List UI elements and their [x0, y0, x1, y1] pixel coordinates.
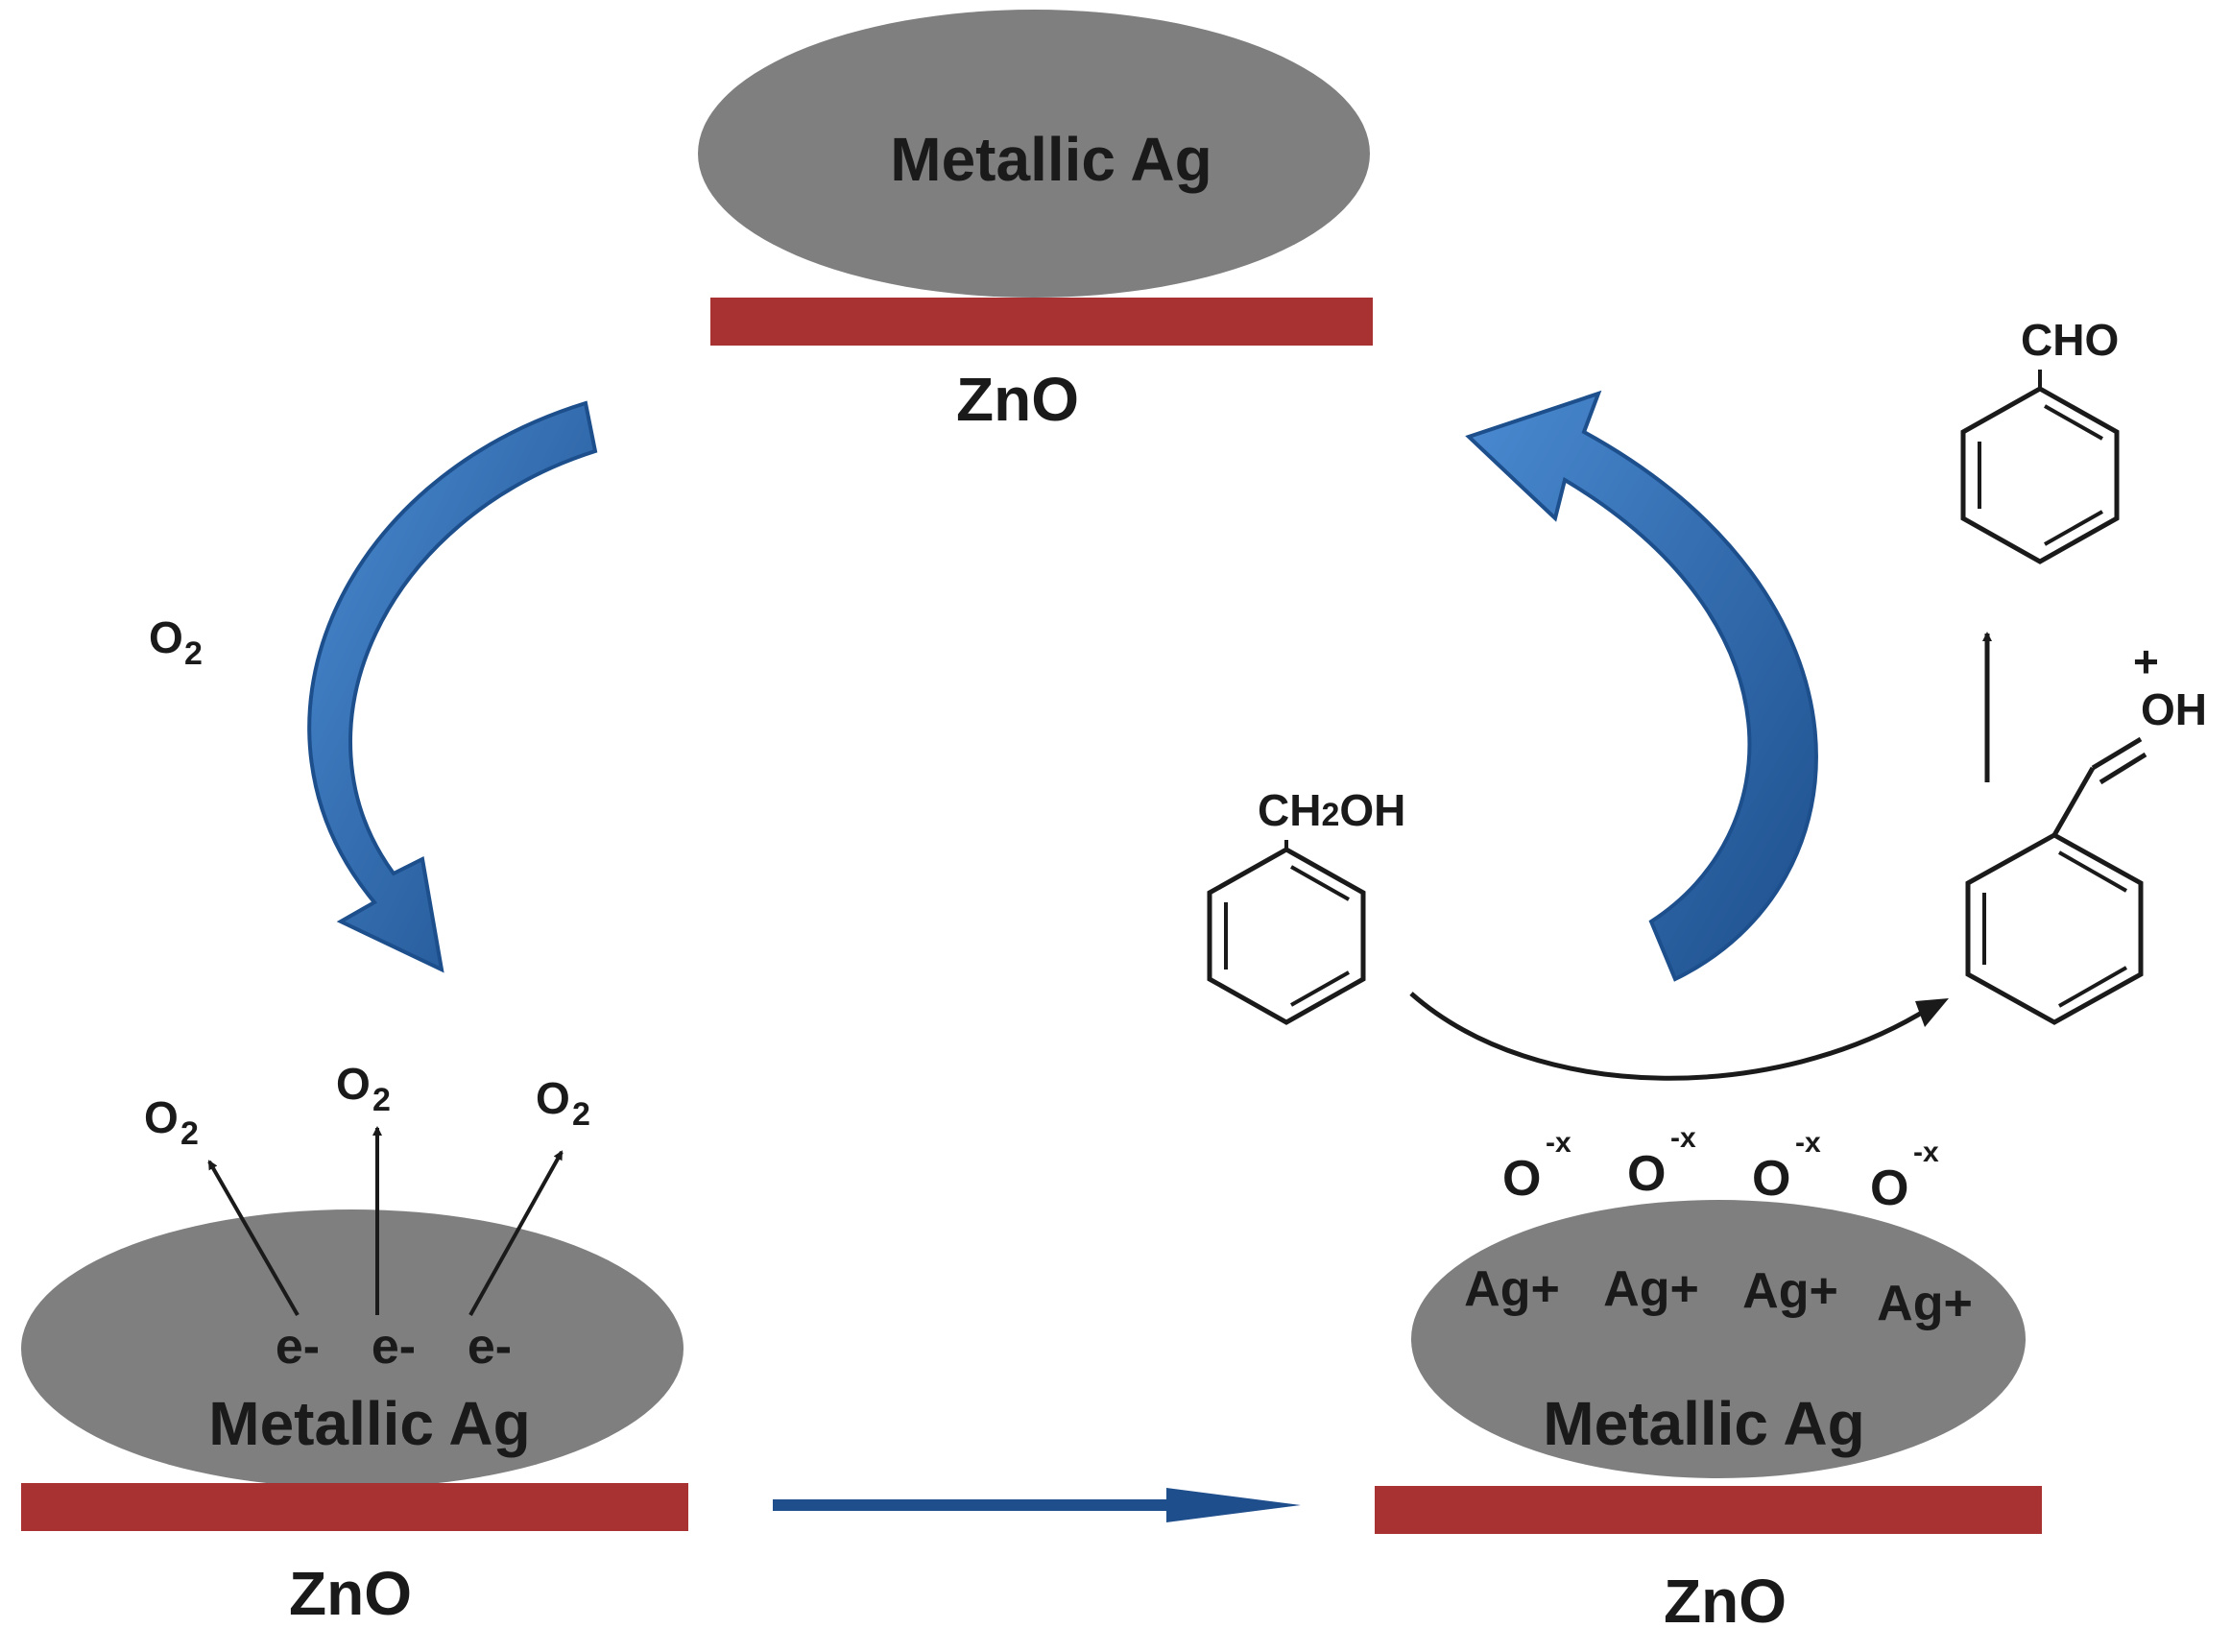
reactant-label: CH2OH	[1258, 785, 1405, 835]
reactant-benzene-ring	[1207, 847, 1366, 1025]
emitted-o2-1: O	[144, 1092, 179, 1142]
surface-oxygen-1: O	[1502, 1151, 1541, 1207]
left-electron-1: e-	[276, 1319, 320, 1375]
surface-oxygen-2: O	[1627, 1146, 1666, 1202]
left-electron-3: e-	[468, 1319, 512, 1375]
top-ag-particle	[698, 10, 1370, 298]
bottom-straight-arrow	[773, 1488, 1301, 1522]
product-benzene-ring	[1960, 386, 2120, 564]
left-electron-2: e-	[372, 1319, 416, 1375]
top-zno-support	[710, 298, 1373, 346]
emitted-o2-2-sub: 2	[372, 1082, 391, 1118]
left-particle-label: Metallic Ag	[208, 1389, 530, 1458]
electron-arrow-3	[468, 1150, 564, 1316]
emitted-o2-3-sub: 2	[572, 1096, 590, 1133]
electron-arrow-1	[207, 1160, 300, 1316]
top-particle-label: Metallic Ag	[890, 125, 1211, 194]
protonated-intermediate: OH +	[1965, 636, 2207, 1025]
intermediate-benzene-ring	[1965, 832, 2144, 1025]
intermediate-charge: +	[2133, 636, 2159, 686]
surface-oxygen-1-charge: -x	[1546, 1127, 1571, 1159]
right-zno-support	[1375, 1486, 2042, 1534]
benzaldehyde-molecule: CHO	[1960, 315, 2120, 564]
intermediate-label: OH	[2141, 684, 2207, 734]
right-particle-group: ZnO Ag+ Ag+ Ag+ Ag+ Metallic Ag O -x O -…	[1375, 1122, 2042, 1636]
surface-oxygen-2-charge: -x	[1670, 1122, 1696, 1154]
surface-oxygen-3-charge: -x	[1795, 1127, 1821, 1159]
left-particle-group: ZnO e- e- e- Metallic Ag O 2 O 2 O 2	[21, 1059, 688, 1628]
right-ag-particle	[1411, 1200, 2026, 1478]
left-cycle-arrow: O 2	[149, 400, 598, 973]
left-support-label: ZnO	[289, 1559, 412, 1628]
reaction-curved-arrow	[1409, 992, 1931, 1081]
surface-oxygen-4-charge: -x	[1913, 1137, 1939, 1168]
surface-oxygen-4: O	[1870, 1161, 1908, 1216]
benzyl-alcohol-molecule: CH2OH	[1207, 785, 1405, 1025]
left-ag-particle	[21, 1209, 684, 1488]
right-ag-ion-1: Ag+	[1464, 1261, 1560, 1317]
top-particle-group: Metallic Ag ZnO	[698, 10, 1373, 434]
right-cycle-arrow	[1465, 390, 1818, 982]
right-particle-label: Metallic Ag	[1543, 1389, 1864, 1458]
surface-oxygen-3: O	[1752, 1151, 1790, 1207]
left-arrow-label: O	[149, 612, 183, 662]
emitted-o2-3: O	[536, 1073, 570, 1123]
reaction-arrow-head	[1915, 998, 1949, 1027]
left-arrow-label-subscript: 2	[184, 635, 203, 672]
product-label: CHO	[2021, 315, 2119, 365]
right-support-label: ZnO	[1664, 1567, 1787, 1636]
top-support-label: ZnO	[956, 365, 1079, 434]
emitted-o2-2: O	[336, 1059, 371, 1109]
right-ag-ion-2: Ag+	[1603, 1261, 1699, 1317]
right-ag-ion-3: Ag+	[1742, 1263, 1838, 1319]
right-ag-ion-4: Ag+	[1877, 1276, 1973, 1331]
emitted-o2-1-sub: 2	[180, 1115, 199, 1152]
left-zno-support	[21, 1483, 688, 1531]
